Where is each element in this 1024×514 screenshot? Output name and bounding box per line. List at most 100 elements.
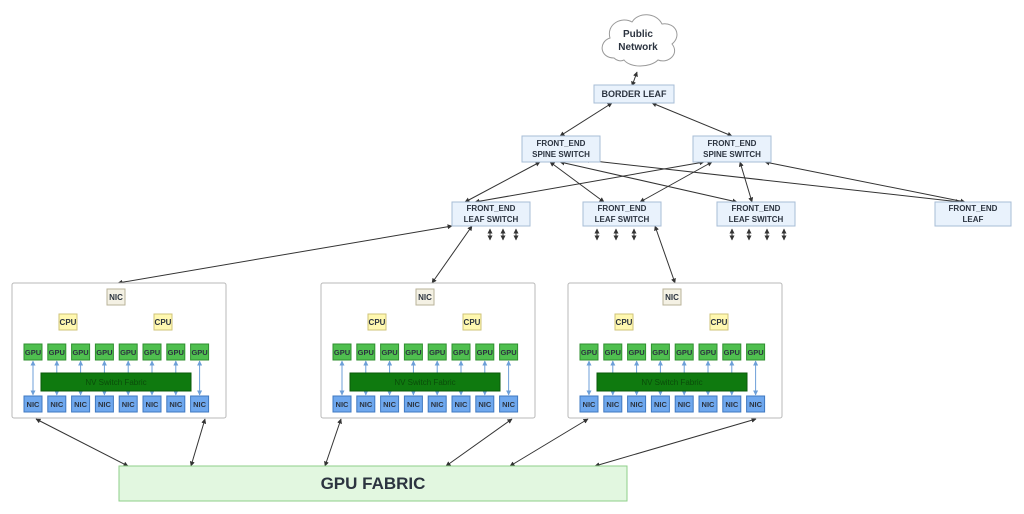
nic-chip <box>603 395 623 413</box>
cpu-chip <box>367 313 387 331</box>
nic-chip <box>142 395 162 413</box>
nic-label: NIC <box>678 400 692 409</box>
cpu-label: CPU <box>155 318 172 327</box>
gpu-label: GPU <box>381 348 397 357</box>
nic-label: NIC <box>359 400 373 409</box>
nic-label: NIC <box>431 400 445 409</box>
gpu-chip <box>579 343 599 361</box>
nic-chip <box>190 395 210 413</box>
nv-switch-fabric <box>596 372 748 392</box>
nic-chip <box>356 395 376 413</box>
nic-chip <box>427 395 447 413</box>
gpu-label: GPU <box>168 348 184 357</box>
leaf-label-line1: FRONT_END <box>467 204 516 213</box>
nic-chip <box>23 395 43 413</box>
nic-label: NIC <box>336 400 350 409</box>
gpu-label: GPU <box>144 348 160 357</box>
gpu-label: GPU <box>700 348 716 357</box>
gpu-label: GPU <box>191 348 207 357</box>
spine-switch-1: FRONT_END SPINE SWITCH <box>521 135 601 163</box>
spine-label-line1: FRONT_END <box>537 139 586 148</box>
nic-chip <box>166 395 186 413</box>
gpu-label: GPU <box>49 348 65 357</box>
nic-label: NIC <box>74 400 88 409</box>
nic-chip <box>698 395 718 413</box>
spine-label-line2: SPINE SWITCH <box>532 150 590 159</box>
gpu-chip <box>190 343 210 361</box>
nic-label: NIC <box>169 400 183 409</box>
spine-label-line2: SPINE SWITCH <box>703 150 761 159</box>
nic-label: NIC <box>749 400 763 409</box>
cpu-chip <box>462 313 482 331</box>
gpu-label: GPU <box>96 348 112 357</box>
nic-label: NIC <box>455 400 469 409</box>
cloud-icon <box>601 14 678 67</box>
nv-switch-fabric-label: NV Switch Fabric <box>641 378 702 387</box>
nic-label: NIC <box>122 400 136 409</box>
nic-chip <box>475 395 495 413</box>
gpu-label: GPU <box>652 348 668 357</box>
connections <box>35 71 966 468</box>
cpu-label: CPU <box>369 318 386 327</box>
gpu-chip <box>356 343 376 361</box>
nic-chip <box>627 395 647 413</box>
nic-chip <box>403 395 423 413</box>
cpu-label: CPU <box>616 318 633 327</box>
nic-chip <box>579 395 599 413</box>
server-nodes: NIC CPU CPU GPU NIC GPU NIC GPU NIC GPU NIC GPU NIC G… <box>11 282 783 419</box>
border-leaf-label: BORDER LEAF <box>602 89 668 99</box>
gpu-label: GPU <box>358 348 374 357</box>
gpu-label: GPU <box>334 348 350 357</box>
gpu-chip <box>380 343 400 361</box>
top-nic <box>106 288 126 306</box>
nic-label: NIC <box>193 400 207 409</box>
leaf-switch-1: FRONT_END LEAF SWITCH <box>451 201 531 227</box>
gpu-label: GPU <box>500 348 516 357</box>
gpu-chip <box>94 343 114 361</box>
cpu-chip <box>709 313 729 331</box>
front-end-leaf: FRONT_END LEAF <box>934 201 1012 227</box>
top-nic-label: NIC <box>109 293 123 302</box>
top-nic <box>662 288 682 306</box>
leaf-label-line1: FRONT_END <box>732 204 781 213</box>
nic-label: NIC <box>702 400 716 409</box>
gpu-label: GPU <box>747 348 763 357</box>
nic-label: NIC <box>725 400 739 409</box>
public-network-cloud: Public Network <box>601 14 678 67</box>
gpu-chip <box>698 343 718 361</box>
gpu-chip <box>166 343 186 361</box>
gpu-fabric-label: GPU FABRIC <box>321 474 426 493</box>
spine-switch-2: FRONT_END SPINE SWITCH <box>692 135 772 163</box>
nv-switch-fabric <box>40 372 192 392</box>
nic-label: NIC <box>606 400 620 409</box>
gpu-label: GPU <box>429 348 445 357</box>
gpu-label: GPU <box>405 348 421 357</box>
nic-chip <box>332 395 352 413</box>
gpu-chip <box>71 343 91 361</box>
gpu-chip <box>499 343 519 361</box>
gpu-chip <box>23 343 43 361</box>
gpu-label: GPU <box>628 348 644 357</box>
nic-label: NIC <box>383 400 397 409</box>
public-network-line2: Network <box>618 42 658 53</box>
gpu-label: GPU <box>453 348 469 357</box>
nic-label: NIC <box>146 400 160 409</box>
nic-chip <box>650 395 670 413</box>
cpu-label: CPU <box>60 318 77 327</box>
gpu-chip <box>746 343 766 361</box>
front-end-leaf-line1: FRONT_END <box>949 204 998 213</box>
gpu-label: GPU <box>477 348 493 357</box>
gpu-label: GPU <box>72 348 88 357</box>
top-nic-label: NIC <box>665 293 679 302</box>
nic-chip <box>746 395 766 413</box>
gpu-label: GPU <box>676 348 692 357</box>
leaf-label-line2: LEAF SWITCH <box>464 215 519 224</box>
nv-switch-fabric-label: NV Switch Fabric <box>394 378 455 387</box>
border-leaf: BORDER LEAF <box>593 84 675 104</box>
gpu-chip <box>627 343 647 361</box>
leaf-label-line2: LEAF SWITCH <box>729 215 784 224</box>
nic-label: NIC <box>630 400 644 409</box>
cpu-chip <box>58 313 78 331</box>
cpu-chip <box>614 313 634 331</box>
